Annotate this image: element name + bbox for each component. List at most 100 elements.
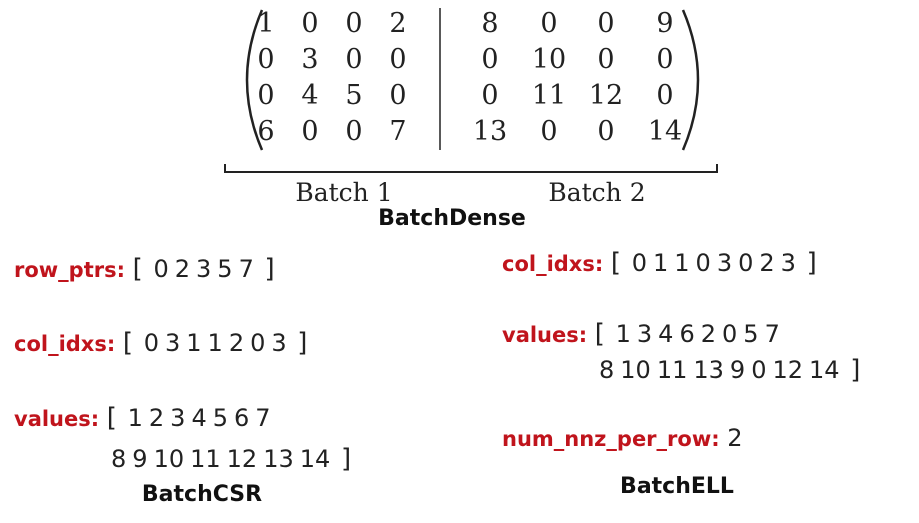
array-value: 9 <box>729 356 746 384</box>
matrix-cell: 0 <box>481 44 499 75</box>
matrix-cell: 0 <box>345 44 363 75</box>
open-bracket: [ <box>610 248 622 278</box>
array-value: 2 <box>148 404 165 432</box>
array-value: 1 <box>186 329 202 357</box>
array-value: 11 <box>656 356 688 384</box>
array-value: 9 <box>132 445 148 473</box>
array-value: 5 <box>217 255 233 283</box>
array-value: 12 <box>226 445 258 473</box>
ell-nnz-line: num_nnz_per_row: 2 <box>502 426 743 450</box>
matrix-cell: 10 <box>531 44 567 75</box>
matrix-cell: 3 <box>301 44 319 75</box>
array-value: 3 <box>196 255 212 283</box>
array-value: 3 <box>716 249 733 277</box>
array-value: 3 <box>271 329 287 357</box>
batch-dense-title: BatchDense <box>378 206 526 231</box>
array-value: 1 <box>652 249 669 277</box>
array-value: 7 <box>238 255 254 283</box>
array-value: 1 <box>615 320 631 348</box>
array-value: 13 <box>263 445 294 473</box>
ell-nnz-key: num_nnz_per_row: <box>502 427 720 451</box>
array-value: 14 <box>299 445 331 473</box>
matrix-cell: 0 <box>301 116 319 147</box>
array-value: 3 <box>164 329 181 357</box>
open-bracket: [ <box>594 319 605 349</box>
matrix-decorations <box>224 8 718 173</box>
ell-col-idxs-key: col_idxs: <box>502 252 604 276</box>
array-value: 4 <box>191 404 207 432</box>
array-value: 7 <box>764 320 780 348</box>
array-value: 0 <box>722 320 738 348</box>
batch-csr-title: BatchCSR <box>141 482 263 507</box>
array-value: 13 <box>693 356 724 384</box>
array-value: 8 <box>599 356 615 384</box>
array-value: 1 <box>127 404 143 432</box>
matrix-cell: 0 <box>481 80 499 111</box>
matrix-cell: 0 <box>389 44 407 75</box>
batch-ell-title: BatchELL <box>620 474 734 499</box>
array-value: 3 <box>636 320 653 348</box>
array-value: 0 <box>631 249 647 277</box>
array-value: 14 <box>809 356 840 384</box>
array-value: 3 <box>170 404 186 432</box>
array-value: 0 <box>143 329 159 357</box>
array-value: 3 <box>780 249 796 277</box>
array-value: 5 <box>743 320 759 348</box>
csr-values-key: values: <box>14 407 100 431</box>
array-value: 6 <box>234 404 250 432</box>
matrix-cell: 0 <box>257 44 275 75</box>
ell-nnz-value: 2 <box>727 424 743 452</box>
matrix-cell: 0 <box>656 44 674 75</box>
array-value: 0 <box>695 249 711 277</box>
ell-values-key: values: <box>502 323 588 347</box>
matrix-cell: 0 <box>656 80 674 111</box>
close-bracket: ] <box>297 328 308 358</box>
matrix-cell: 0 <box>540 116 558 147</box>
array-value: 11 <box>190 445 221 473</box>
array-value: 10 <box>620 356 651 384</box>
close-bracket: ] <box>850 355 861 385</box>
csr-row-ptrs-key: row_ptrs: <box>14 258 126 282</box>
array-value: 0 <box>250 329 266 357</box>
left-parenthesis <box>245 9 264 151</box>
array-value: 2 <box>228 329 245 357</box>
matrix-cell: 4 <box>301 80 319 111</box>
batch-1-label: Batch 1 <box>295 178 393 207</box>
matrix-cell: 14 <box>647 116 683 147</box>
matrix-cell: 1 <box>257 8 275 39</box>
close-bracket: ] <box>340 444 352 474</box>
open-bracket: [ <box>106 403 117 433</box>
csr-col-idxs-key: col_idxs: <box>14 332 116 356</box>
matrix-cell: 0 <box>597 116 615 147</box>
matrix-cell: 6 <box>257 116 275 147</box>
array-value: 1 <box>674 249 690 277</box>
array-value: 8 <box>111 445 127 473</box>
matrix-cell: 9 <box>656 8 674 39</box>
open-bracket: [ <box>122 328 134 358</box>
close-bracket: ] <box>806 248 817 278</box>
array-value: 6 <box>679 320 695 348</box>
matrix-cell: 11 <box>531 80 567 111</box>
array-value: 5 <box>212 404 228 432</box>
array-value: 4 <box>658 320 674 348</box>
matrix-cell: 7 <box>389 116 407 147</box>
batch-2-label: Batch 2 <box>548 178 646 207</box>
array-value: 1 <box>207 329 223 357</box>
matrix-cell: 0 <box>597 8 615 39</box>
array-value: 7 <box>255 404 271 432</box>
matrix-cell: 8 <box>481 8 499 39</box>
matrix-cell: 0 <box>301 8 319 39</box>
array-value: 2 <box>759 249 775 277</box>
matrix-cell: 0 <box>345 8 363 39</box>
